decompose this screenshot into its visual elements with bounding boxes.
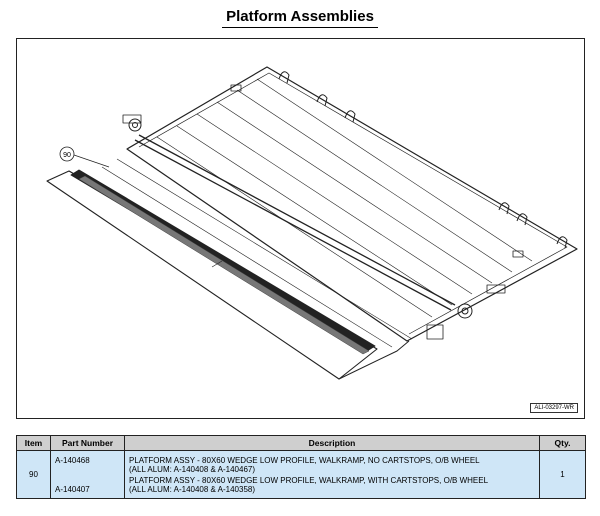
part-number: A-140407 [55,484,90,494]
description-entry: PLATFORM ASSY - 80X60 WEDGE LOW PROFILE,… [129,476,535,494]
description-cell: PLATFORM ASSY - 80X60 WEDGE LOW PROFILE,… [124,450,540,499]
page-title: Platform Assemblies [0,8,600,28]
page-title-text: Platform Assemblies [222,8,378,28]
description-line: (ALL ALUM: A-140408 & A-140467) [129,464,256,474]
item-number-cell: 90 [16,450,51,499]
assembly-drawing-frame: 90 ALI-03297-WR [16,38,585,419]
platform-assembly-drawing: 90 [46,66,578,380]
drawing-id-label: ALI-03297-WR [530,403,578,413]
parts-table: Item Part Number Description Qty. 90 A-1… [16,435,586,499]
part-number-cell: A-140468 A-140407 [50,450,125,499]
table-row: 90 A-140468 A-140407 PLATFORM ASSY - 80X… [16,450,586,499]
header-part-number: Part Number [50,435,125,451]
qty-cell: 1 [539,450,586,499]
description-line: (ALL ALUM: A-140408 & A-140358) [129,484,256,494]
header-description: Description [124,435,540,451]
description-line: PLATFORM ASSY - 80X60 WEDGE LOW PROFILE,… [129,455,480,465]
description-line: PLATFORM ASSY - 80X60 WEDGE LOW PROFILE,… [129,475,489,485]
header-qty: Qty. [539,435,586,451]
header-item: Item [16,435,51,451]
description-entry: PLATFORM ASSY - 80X60 WEDGE LOW PROFILE,… [129,456,535,474]
callout-label: 90 [63,152,71,159]
parts-table-header: Item Part Number Description Qty. [16,435,586,451]
part-number: A-140468 [55,455,90,465]
